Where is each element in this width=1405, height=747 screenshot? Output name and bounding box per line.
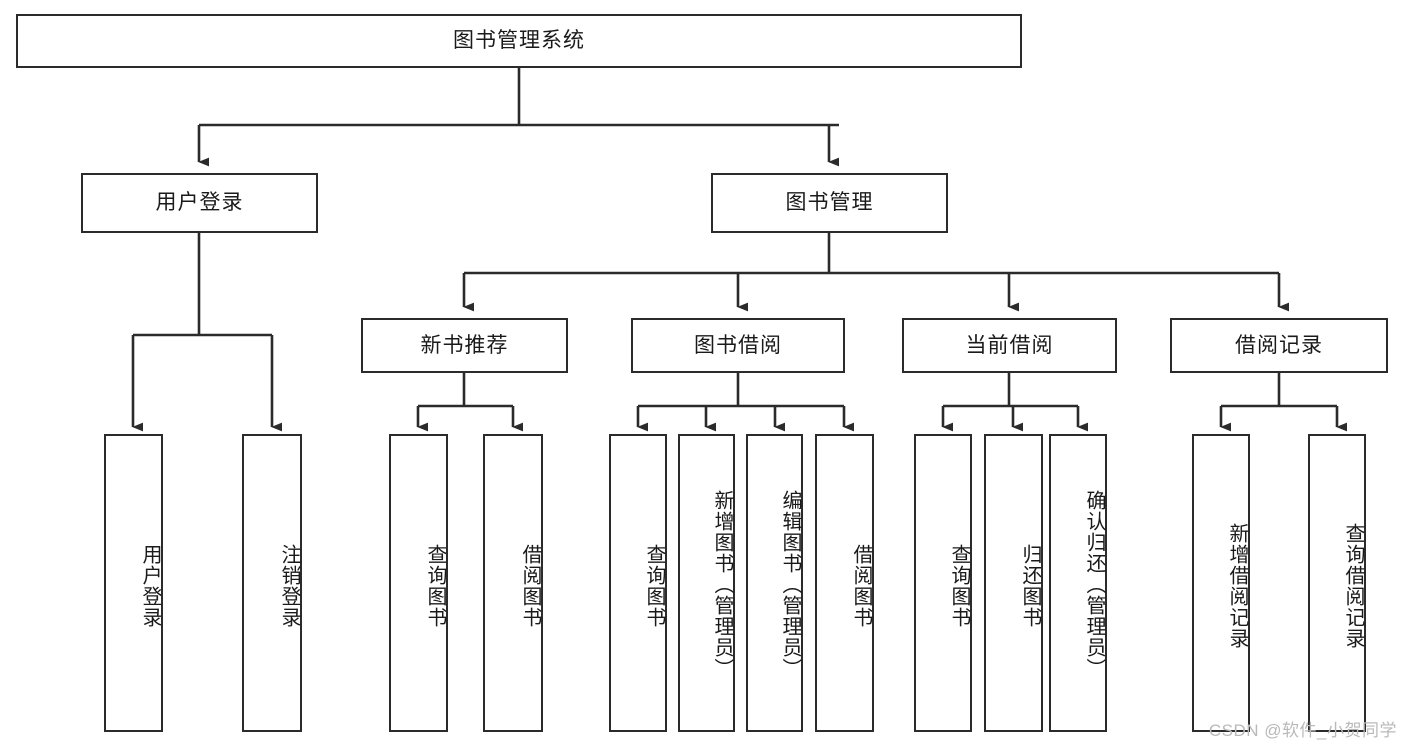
node-label: 编辑图书（管理员） bbox=[779, 490, 801, 679]
node-new-book-recommend[interactable]: 新书推荐 bbox=[361, 318, 568, 373]
node-leaf-user-logout[interactable]: 注销登录 bbox=[242, 434, 302, 732]
node-leaf-query-book-1[interactable]: 查询图书 bbox=[389, 434, 448, 732]
node-label: 借阅记录 bbox=[1235, 333, 1323, 357]
node-label: 查询借阅记录 bbox=[1342, 523, 1364, 649]
node-leaf-confirm-return[interactable]: 确认归还（管理员） bbox=[1049, 434, 1107, 732]
node-label: 借阅图书 bbox=[519, 544, 541, 628]
node-label: 用户登录 bbox=[155, 191, 244, 215]
node-label: 新书推荐 bbox=[420, 333, 509, 357]
node-borrow-record[interactable]: 借阅记录 bbox=[1170, 318, 1388, 373]
node-leaf-query-book-3[interactable]: 查询图书 bbox=[914, 434, 972, 732]
node-leaf-return-book[interactable]: 归还图书 bbox=[984, 434, 1043, 732]
node-label: 图书管理系统 bbox=[453, 29, 585, 53]
node-leaf-add-book[interactable]: 新增图书（管理员） bbox=[678, 434, 735, 732]
node-label: 查询图书 bbox=[424, 544, 446, 628]
node-user-login[interactable]: 用户登录 bbox=[81, 173, 318, 233]
node-label: 新增图书（管理员） bbox=[711, 490, 733, 679]
node-label: 当前借阅 bbox=[965, 333, 1054, 357]
node-label: 用户登录 bbox=[139, 544, 161, 628]
node-label: 图书管理 bbox=[785, 191, 874, 215]
node-label: 确认归还（管理员） bbox=[1083, 490, 1105, 679]
node-leaf-add-record[interactable]: 新增借阅记录 bbox=[1192, 434, 1250, 732]
watermark-text: CSDN @软件_小贺同学 bbox=[1208, 721, 1397, 740]
node-label: 图书借阅 bbox=[694, 333, 782, 357]
node-label: 查询图书 bbox=[643, 544, 665, 628]
node-leaf-borrow-book-1[interactable]: 借阅图书 bbox=[483, 434, 543, 732]
node-leaf-query-book-2[interactable]: 查询图书 bbox=[609, 434, 667, 732]
node-book-borrow[interactable]: 图书借阅 bbox=[631, 318, 845, 373]
node-label: 归还图书 bbox=[1019, 544, 1041, 628]
node-leaf-query-record[interactable]: 查询借阅记录 bbox=[1308, 434, 1366, 732]
node-label: 借阅图书 bbox=[850, 544, 872, 628]
node-label: 查询图书 bbox=[948, 544, 970, 628]
node-book-management[interactable]: 图书管理 bbox=[711, 173, 948, 233]
node-leaf-user-login[interactable]: 用户登录 bbox=[104, 434, 163, 732]
node-leaf-borrow-book-2[interactable]: 借阅图书 bbox=[815, 434, 874, 732]
node-label: 注销登录 bbox=[278, 544, 300, 628]
node-label: 新增借阅记录 bbox=[1226, 523, 1248, 649]
node-root-book-management-system[interactable]: 图书管理系统 bbox=[16, 14, 1022, 68]
node-leaf-edit-book[interactable]: 编辑图书（管理员） bbox=[746, 434, 803, 732]
node-current-borrow[interactable]: 当前借阅 bbox=[902, 318, 1117, 373]
